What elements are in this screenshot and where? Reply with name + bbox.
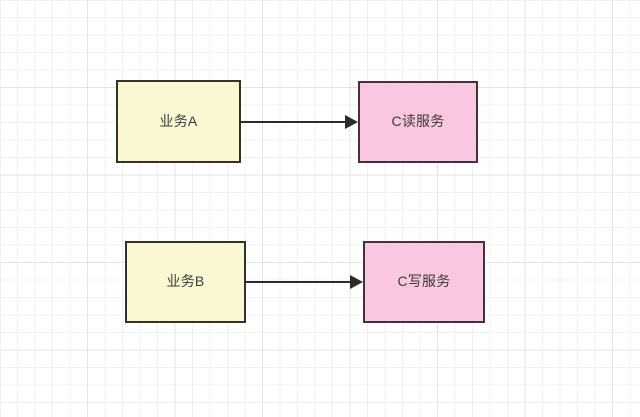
edge-business-b-to-c-write-service bbox=[246, 275, 363, 289]
node-label: 业务B bbox=[166, 273, 205, 290]
node-label: C写服务 bbox=[397, 273, 451, 290]
node-label: C读服务 bbox=[391, 113, 445, 130]
node-label: 业务A bbox=[159, 112, 198, 129]
node-business-a[interactable]: 业务A bbox=[116, 80, 241, 163]
node-c-read-service[interactable]: C读服务 bbox=[358, 81, 478, 163]
node-c-write-service[interactable]: C写服务 bbox=[363, 241, 485, 323]
arrowhead-icon bbox=[350, 275, 363, 289]
edge-business-a-to-c-read-service bbox=[241, 115, 358, 129]
node-business-b[interactable]: 业务B bbox=[125, 241, 246, 323]
arrowhead-icon bbox=[345, 115, 358, 129]
